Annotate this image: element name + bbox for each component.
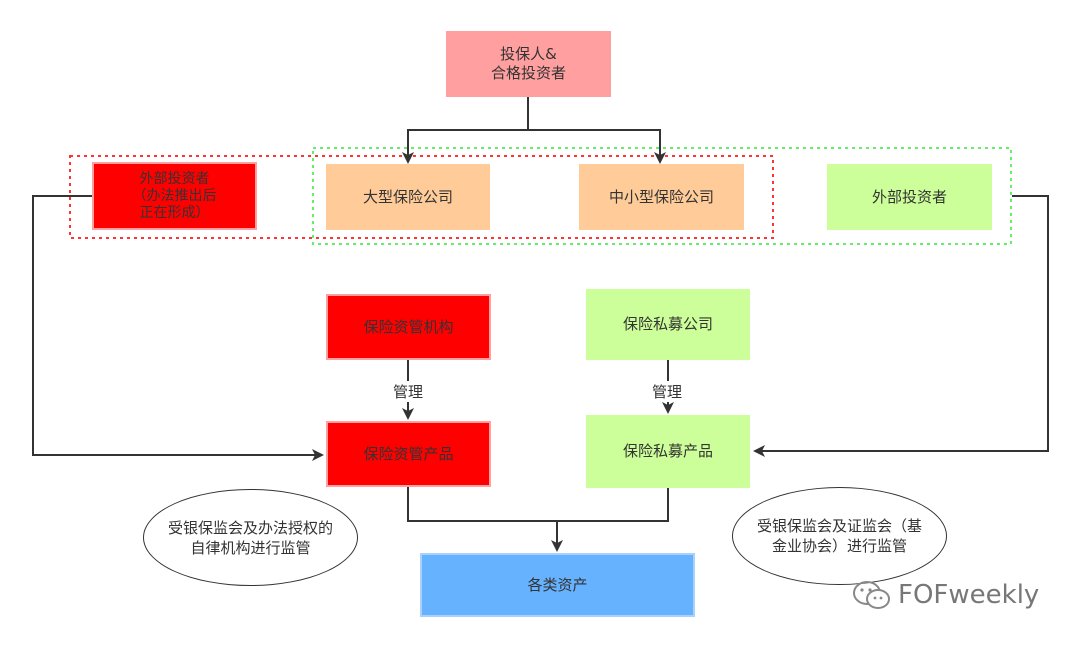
watermark: FOFweekly <box>852 580 1039 610</box>
edge-left-loop <box>32 195 324 461</box>
edge-right-loop <box>753 195 1049 457</box>
note-left: 受银保监会及办法授权的 自律机构进行监管 <box>143 489 358 586</box>
node-large-insurer: 大型保险公司 <box>326 164 490 230</box>
edge-merge-left <box>407 487 563 552</box>
node-insurance-am-product: 保险资管产品 <box>326 421 491 487</box>
node-insurance-am-institution: 保险资管机构 <box>326 294 491 360</box>
node-external-investor-right: 外部投资者 <box>827 164 992 230</box>
node-insurance-private-product: 保险私募产品 <box>586 415 750 488</box>
wechat-icon <box>852 580 892 610</box>
edge-label-manage-right: 管理 <box>650 381 685 402</box>
node-insurance-private-company: 保险私募公司 <box>586 289 750 360</box>
edge-top-split <box>402 97 529 164</box>
node-assets: 各类资产 <box>420 553 695 617</box>
node-small-insurer: 中小型保险公司 <box>579 164 744 230</box>
node-external-investor-left: 外部投资者 （办法推出后 正在形成） <box>92 162 257 230</box>
edge-merge-right <box>557 488 669 522</box>
note-right: 受银保监会及证监会（基 金业协会）进行监管 <box>732 487 947 585</box>
edge-top-right <box>528 129 666 164</box>
edge-label-manage-left: 管理 <box>391 381 426 402</box>
group-outline-green <box>312 147 1012 245</box>
node-policyholder: 投保人& 合格投资者 <box>446 31 611 97</box>
watermark-text: FOFweekly <box>898 580 1040 610</box>
